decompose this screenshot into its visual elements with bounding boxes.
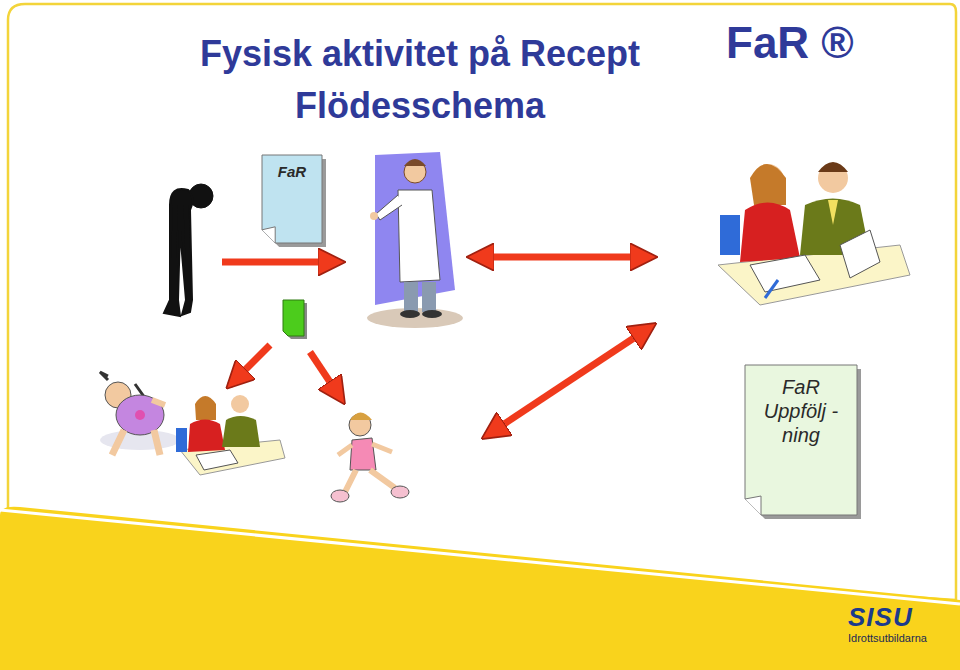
consultation-small: [176, 395, 285, 475]
flow-arrows: [222, 257, 652, 436]
frame: [8, 4, 956, 600]
yellow-band: [0, 507, 960, 670]
runner: [331, 413, 409, 503]
doctor: [367, 152, 463, 328]
logo-name: SISU: [848, 603, 927, 631]
logo-subtitle: Idrottsutbildarna: [848, 631, 927, 645]
logo: SISUIdrottsutbildarna: [848, 603, 927, 645]
exercising-person: [100, 372, 180, 455]
document-node: FaR: [262, 155, 322, 243]
title-text: Fysisk aktivitet på Recept Flödesschema: [200, 33, 640, 126]
document-title: FaR: [755, 375, 847, 399]
trademark-label: FaR ®: [726, 18, 854, 68]
title: Fysisk aktivitet på Recept Flödesschema: [150, 28, 690, 132]
document-node: FaRUppfölj -ning: [745, 365, 857, 515]
document-title: FaR: [270, 163, 314, 181]
green-document: [283, 300, 307, 339]
document-body: Uppfölj -ning: [756, 399, 846, 447]
trademark-text: FaR ®: [726, 18, 854, 67]
consultation: [718, 162, 910, 305]
sad-person: [164, 184, 213, 316]
